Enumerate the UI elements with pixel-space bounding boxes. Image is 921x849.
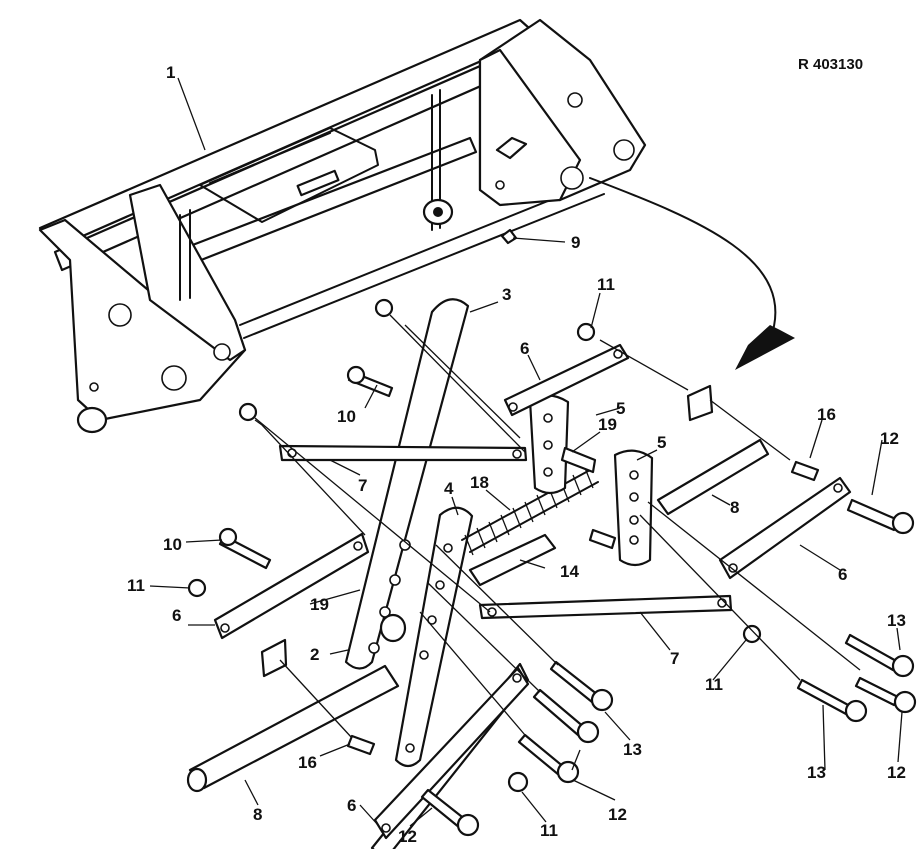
callout-12: 12 xyxy=(398,827,417,846)
callout-6: 6 xyxy=(172,606,181,625)
loader-frame xyxy=(38,18,647,434)
callout-12: 12 xyxy=(887,763,906,782)
callout-labels: 1 9 3 11 6 10 5 19 5 16 12 7 4 18 8 14 1… xyxy=(127,63,906,846)
callout-13: 13 xyxy=(623,740,642,759)
callout-11: 11 xyxy=(705,675,723,694)
callout-4: 4 xyxy=(444,479,454,498)
callout-2: 2 xyxy=(310,645,319,664)
callout-13: 13 xyxy=(807,763,826,782)
callout-16: 16 xyxy=(298,753,317,772)
callout-8: 8 xyxy=(730,498,739,517)
callout-19: 19 xyxy=(310,595,329,614)
callout-5: 5 xyxy=(657,433,666,452)
callout-19: 19 xyxy=(598,415,617,434)
reference-code: R 403130 xyxy=(798,56,863,73)
callout-13: 13 xyxy=(887,611,906,630)
callout-18: 18 xyxy=(470,473,489,492)
assembly-direction-arrow xyxy=(589,177,795,370)
callout-10: 10 xyxy=(337,407,356,426)
callout-6: 6 xyxy=(838,565,847,584)
callout-5: 5 xyxy=(616,399,625,418)
callout-12: 12 xyxy=(608,805,627,824)
callout-12: 12 xyxy=(880,429,899,448)
mechanism-assembly xyxy=(186,298,917,849)
callout-11: 11 xyxy=(127,576,145,595)
callout-11: 11 xyxy=(597,275,615,294)
callout-11: 11 xyxy=(540,821,558,840)
callout-16: 16 xyxy=(817,405,836,424)
callout-leaders xyxy=(149,77,903,827)
callout-10: 10 xyxy=(163,535,182,554)
callout-7: 7 xyxy=(358,476,367,495)
callout-6: 6 xyxy=(520,339,529,358)
callout-1: 1 xyxy=(166,63,175,82)
callout-14: 14 xyxy=(560,562,579,581)
callout-3: 3 xyxy=(502,285,511,304)
callout-6: 6 xyxy=(347,796,356,815)
callout-8: 8 xyxy=(253,805,262,824)
callout-9: 9 xyxy=(571,233,580,252)
callout-7: 7 xyxy=(670,649,679,668)
